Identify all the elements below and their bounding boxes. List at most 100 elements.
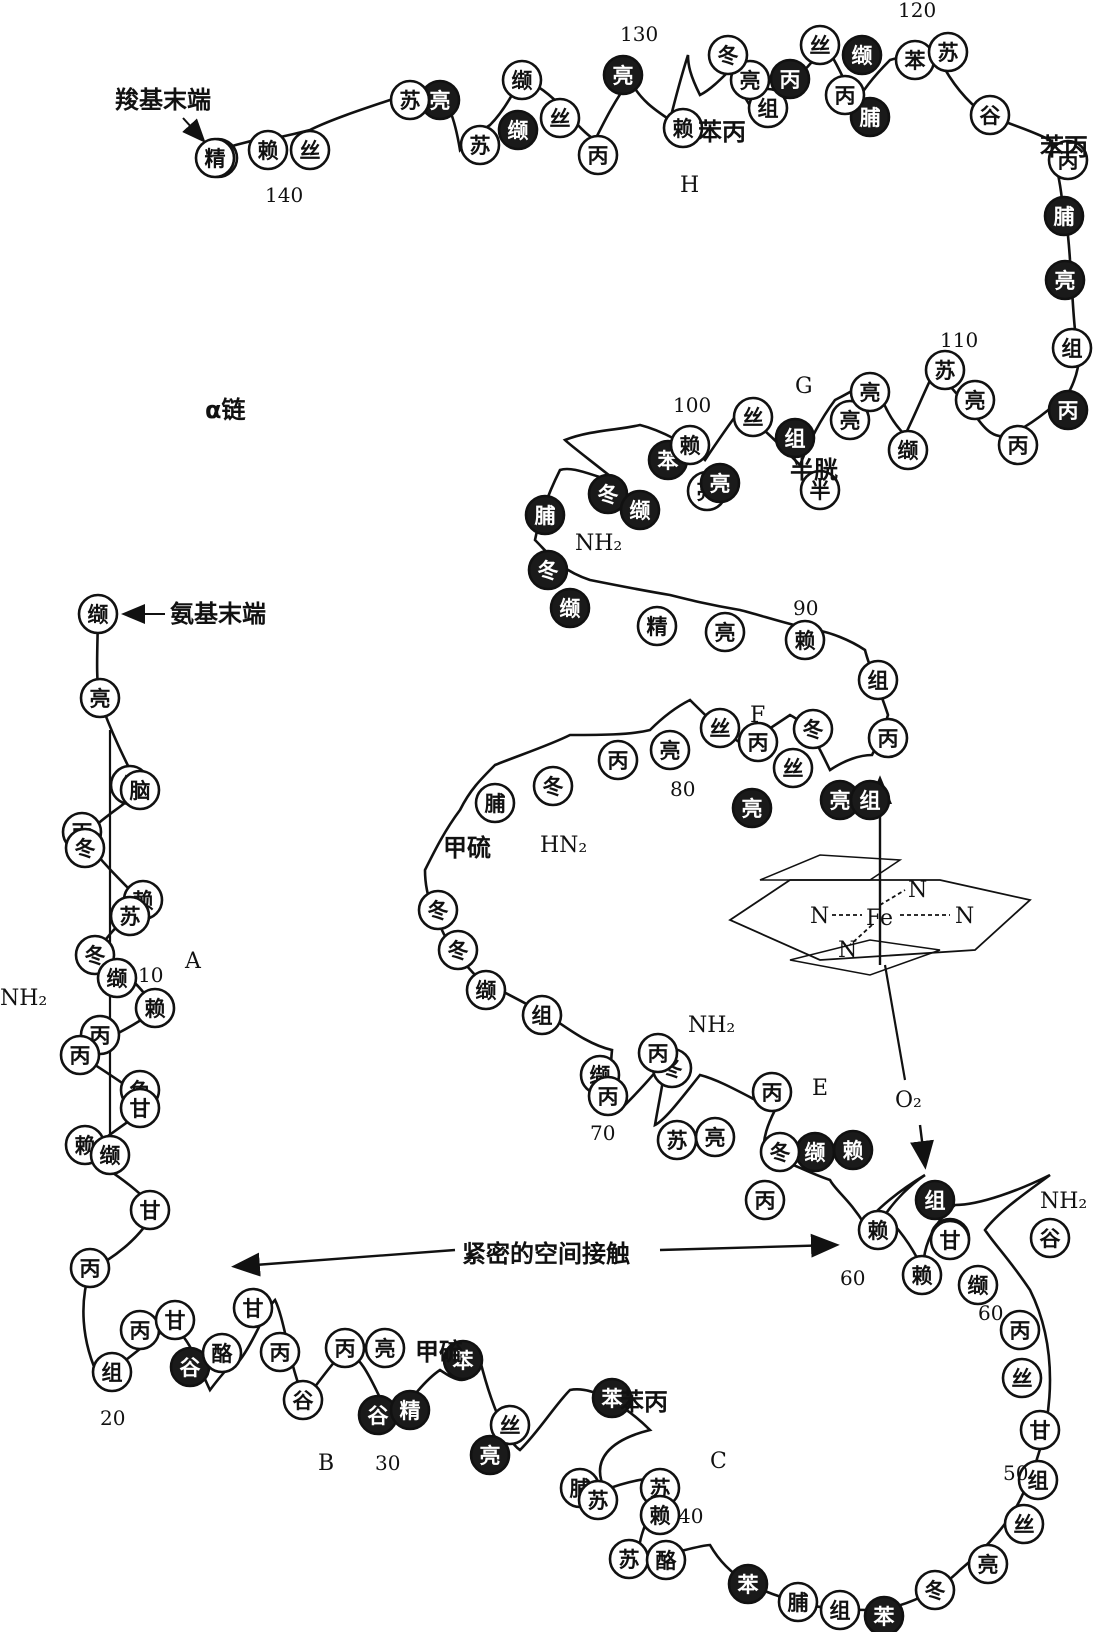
- residue-104: 亮: [849, 371, 891, 413]
- residue-label: 丝: [550, 107, 571, 131]
- residue-circle: [587, 473, 629, 515]
- heme-ring-top: [759, 854, 903, 881]
- residue-circle: [587, 1075, 629, 1117]
- residue-126: 亮: [602, 54, 644, 96]
- residue-circle: [549, 587, 591, 629]
- residue-2: 亮: [79, 677, 121, 719]
- residue-25: 甘: [232, 1287, 274, 1329]
- residue-label: 冬: [770, 1141, 791, 1165]
- residue-8: 苏: [109, 895, 151, 937]
- residue-121: 丙: [769, 58, 811, 100]
- residue-label: 缬: [898, 439, 919, 463]
- residue-circle: [707, 34, 749, 76]
- residue-label: 组: [925, 1189, 946, 1213]
- residue-circle: [924, 349, 966, 391]
- residue-label: 丙: [648, 1042, 669, 1066]
- residue-circle: [849, 779, 891, 821]
- residue-number-140: 140: [265, 183, 303, 207]
- residue-28: 丙: [324, 1327, 366, 1369]
- residue-circle: [969, 94, 1011, 136]
- residue-circle: [1051, 327, 1093, 369]
- residue-102: 半: [799, 469, 841, 511]
- residue-label: 亮: [430, 89, 451, 113]
- residue-label: 赖: [650, 1504, 671, 1528]
- residue-label: 亮: [742, 797, 763, 821]
- residue-label: 赖: [145, 997, 166, 1021]
- residue-label: 谷: [980, 104, 1002, 128]
- residue-90: 精: [636, 605, 678, 647]
- residue-78: 亮: [649, 729, 691, 771]
- residue-label: 冬: [543, 775, 564, 799]
- residue-circle: [849, 371, 891, 413]
- residue-label: 丙: [608, 749, 629, 773]
- phe-label-h: 苯丙: [697, 118, 746, 146]
- n-atom-top: N: [908, 878, 927, 903]
- residue-21: 丙: [119, 1309, 161, 1351]
- residue-circle: [389, 1389, 431, 1431]
- residue-10: 缬: [96, 957, 138, 999]
- residue-circle: [501, 59, 543, 101]
- residue-label: 亮: [978, 1553, 999, 1577]
- residue-58: 甘: [929, 1219, 971, 1261]
- helix-a-label: A: [184, 949, 202, 974]
- contact-label: 紧密的空间接触: [462, 1240, 630, 1268]
- residue-label: 丙: [748, 731, 769, 755]
- residue-circle: [957, 1264, 999, 1306]
- residue-89: 亮: [704, 611, 746, 653]
- residue-125: 赖: [662, 107, 704, 149]
- residue-circle: [784, 619, 826, 661]
- residue-label: 苏: [400, 89, 421, 113]
- residue-label: 苏: [619, 1548, 640, 1572]
- residue-13: 丙: [59, 1034, 101, 1076]
- residue-number-20: 20: [100, 1406, 125, 1430]
- residue-26: 丙: [259, 1331, 301, 1373]
- residue-88: 赖: [784, 619, 826, 661]
- fe-n-bond-bottom: [849, 924, 873, 946]
- residue-circle: [732, 396, 774, 438]
- residue-label: 半: [810, 479, 831, 503]
- residue-circle: [863, 1595, 905, 1632]
- residue-label: 亮: [1055, 269, 1076, 293]
- residue-42: 苯: [727, 1563, 769, 1605]
- residue-label: 精: [647, 615, 668, 639]
- side-label-hn2-f: HN₂: [540, 833, 587, 858]
- helix-f-label: F: [750, 703, 765, 728]
- residue-label: 苏: [470, 134, 491, 158]
- residue-label: 亮: [715, 621, 736, 645]
- residue-label: 脯: [788, 1591, 809, 1615]
- residue-circle: [79, 677, 121, 719]
- n-atom-right: N: [955, 904, 974, 929]
- residue-circle: [69, 1247, 111, 1289]
- residue-label: 丝: [500, 1414, 521, 1438]
- residue-label: 丙: [270, 1341, 291, 1365]
- residue-label: 脯: [1054, 205, 1075, 229]
- residue-label: 亮: [613, 64, 634, 88]
- residue-circle: [119, 1087, 161, 1129]
- residue-circle: [591, 1377, 633, 1419]
- residue-number-40: 40: [678, 1504, 703, 1528]
- residue-110: 组: [1051, 327, 1093, 369]
- residue-51: 丝: [1001, 1357, 1043, 1399]
- residue-44: 组: [819, 1589, 861, 1631]
- residue-circle: [1003, 1503, 1045, 1545]
- residue-label: 组: [860, 789, 881, 813]
- residue-label: 冬: [803, 718, 824, 742]
- residue-label: 丙: [70, 1044, 91, 1068]
- residue-circle: [96, 957, 138, 999]
- residue-label: 酪: [212, 1342, 234, 1366]
- residue-circle: [637, 1032, 679, 1074]
- residue-label: 组: [1062, 337, 1083, 361]
- fe-atom: Fe: [866, 906, 893, 931]
- residue-circle: [91, 1351, 133, 1393]
- residue-circle: [259, 1331, 301, 1373]
- residue-62: 丙: [751, 1071, 793, 1113]
- residue-label: 丝: [1012, 1367, 1033, 1391]
- residue-17: 缬: [89, 1134, 131, 1176]
- residue-circle: [914, 1179, 956, 1221]
- residue-label: 缬: [476, 979, 497, 1003]
- residue-circle: [389, 79, 431, 121]
- residue-label: 组: [785, 427, 806, 451]
- residue-100: 丝: [732, 396, 774, 438]
- n-atom-bottom: N: [838, 938, 857, 963]
- residue-circle: [1043, 195, 1085, 237]
